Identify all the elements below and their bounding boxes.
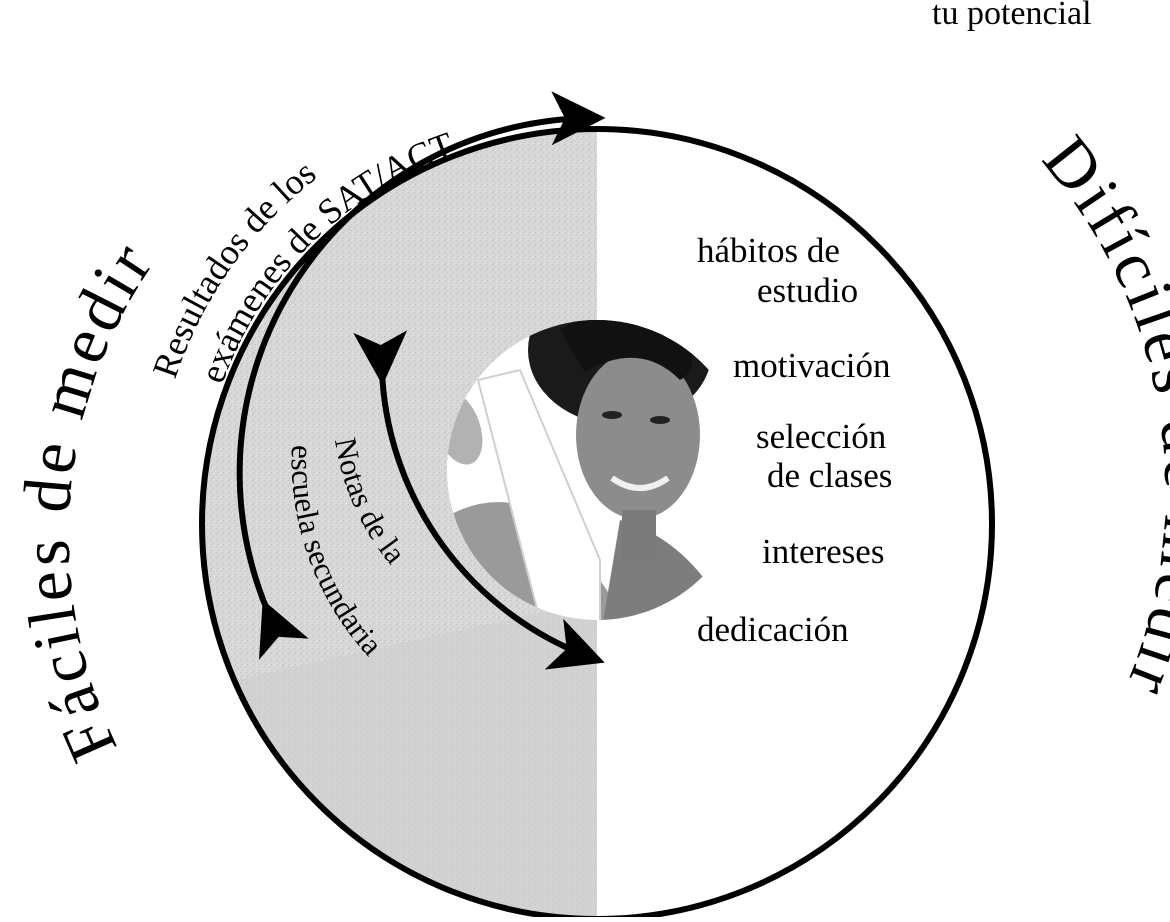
left-title: Fáciles de medir bbox=[7, 226, 168, 773]
right-item-3-line2: de clases bbox=[767, 456, 892, 495]
double-headed-arrow-icon bbox=[353, 330, 605, 670]
right-title: Difíciles de medir bbox=[1029, 122, 1170, 710]
right-item-4-line1: intereses bbox=[762, 532, 884, 571]
right-item-3-line1: selección bbox=[756, 417, 886, 456]
right-items-list: hábitos de estudio motivación selección … bbox=[697, 231, 892, 649]
right-item-1-line2: estudio bbox=[757, 271, 858, 310]
double-headed-arrow-icon bbox=[236, 91, 606, 660]
right-item-5-line1: dedicación bbox=[697, 610, 849, 649]
right-item-1-line1: hábitos de bbox=[697, 231, 840, 270]
right-item-2-line1: motivación bbox=[733, 346, 890, 385]
top-fragment-text: tu potencial bbox=[932, 0, 1092, 32]
